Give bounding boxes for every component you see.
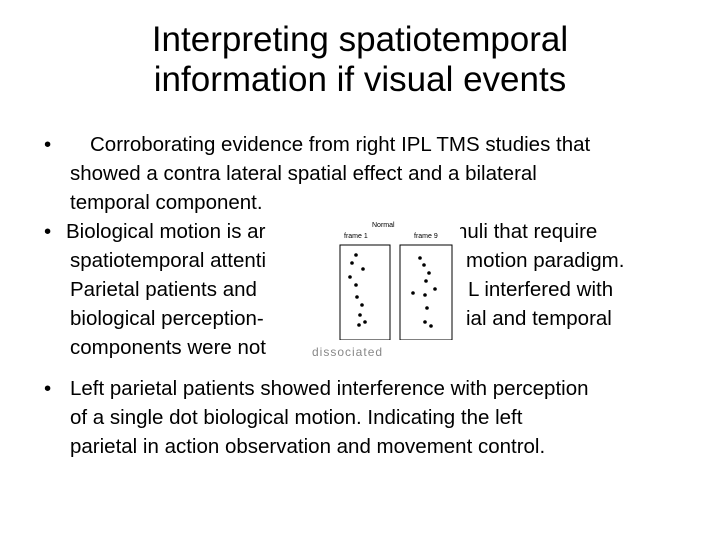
right-dot xyxy=(422,263,426,267)
point-light-diagram: Normal frame 1 frame 9 xyxy=(339,222,453,341)
bullet-marker: • xyxy=(44,377,52,400)
bullet-3-line-2: of a single dot biological motion. Indic… xyxy=(70,406,523,429)
figure-right-label: frame 9 xyxy=(414,233,438,240)
right-dot xyxy=(427,271,431,275)
bullet-2-line-1a: Biological motion is ar xyxy=(66,220,266,243)
left-dot xyxy=(348,275,352,279)
bullet-2-line-3a: Parietal patients and xyxy=(70,278,257,301)
bullet-2-line-2a: spatiotemporal attenti xyxy=(70,249,267,272)
left-dot xyxy=(363,320,367,324)
left-dot xyxy=(354,253,358,257)
bullet-2-line-4b: ial and temporal xyxy=(466,307,612,330)
bullet-1-line-3: temporal component. xyxy=(70,191,263,214)
right-dot xyxy=(429,324,433,328)
bullet-1-line-2: showed a contra lateral spatial effect a… xyxy=(70,162,537,185)
right-dot xyxy=(424,279,428,283)
bullet-marker: • xyxy=(44,133,52,156)
figure-top-label: Normal xyxy=(372,222,395,229)
right-dot xyxy=(411,291,415,295)
bullet-2-line-5: components were not xyxy=(70,336,267,359)
right-dot xyxy=(423,293,427,297)
right-dot xyxy=(425,306,429,310)
bullet-2-line-1b: nuli that require xyxy=(456,220,598,243)
left-dot xyxy=(357,323,361,327)
bullet-3-line-3: parietal in action observation and movem… xyxy=(70,435,546,458)
left-dot xyxy=(360,303,364,307)
right-dot xyxy=(418,256,422,260)
left-dot xyxy=(358,313,362,317)
left-frame xyxy=(339,244,391,341)
figure-left-label: frame 1 xyxy=(344,233,368,240)
right-frame xyxy=(399,244,453,341)
left-dot xyxy=(361,267,365,271)
blurred-text: dissociated xyxy=(312,345,384,359)
bullet-2-line-4a: biological perception- xyxy=(70,307,264,330)
bullet-3-line-1: Left parietal patients showed interferen… xyxy=(70,377,589,400)
bullet-marker: • xyxy=(44,220,52,243)
right-frame-dots xyxy=(411,256,437,328)
bullet-2-line-2b: motion paradigm. xyxy=(466,249,625,272)
left-frame-dots xyxy=(348,253,367,327)
bullet-1-line-1: Corroborating evidence from right IPL TM… xyxy=(90,133,591,156)
left-dot xyxy=(350,261,354,265)
title-line-2: information if visual events xyxy=(153,60,567,99)
bullet-2-line-3b: L interfered with xyxy=(468,278,614,301)
left-dot xyxy=(354,283,358,287)
left-dot xyxy=(355,295,359,299)
right-dot xyxy=(423,320,427,324)
title-line-1: Interpreting spatiotemporal xyxy=(151,20,569,59)
biological-motion-figure: Normal frame 1 frame 9 xyxy=(300,205,460,350)
slide-title: Interpreting spatiotemporal information … xyxy=(60,20,660,100)
right-dot xyxy=(433,287,437,291)
blurred-text-fragment: dissociated xyxy=(310,340,460,362)
